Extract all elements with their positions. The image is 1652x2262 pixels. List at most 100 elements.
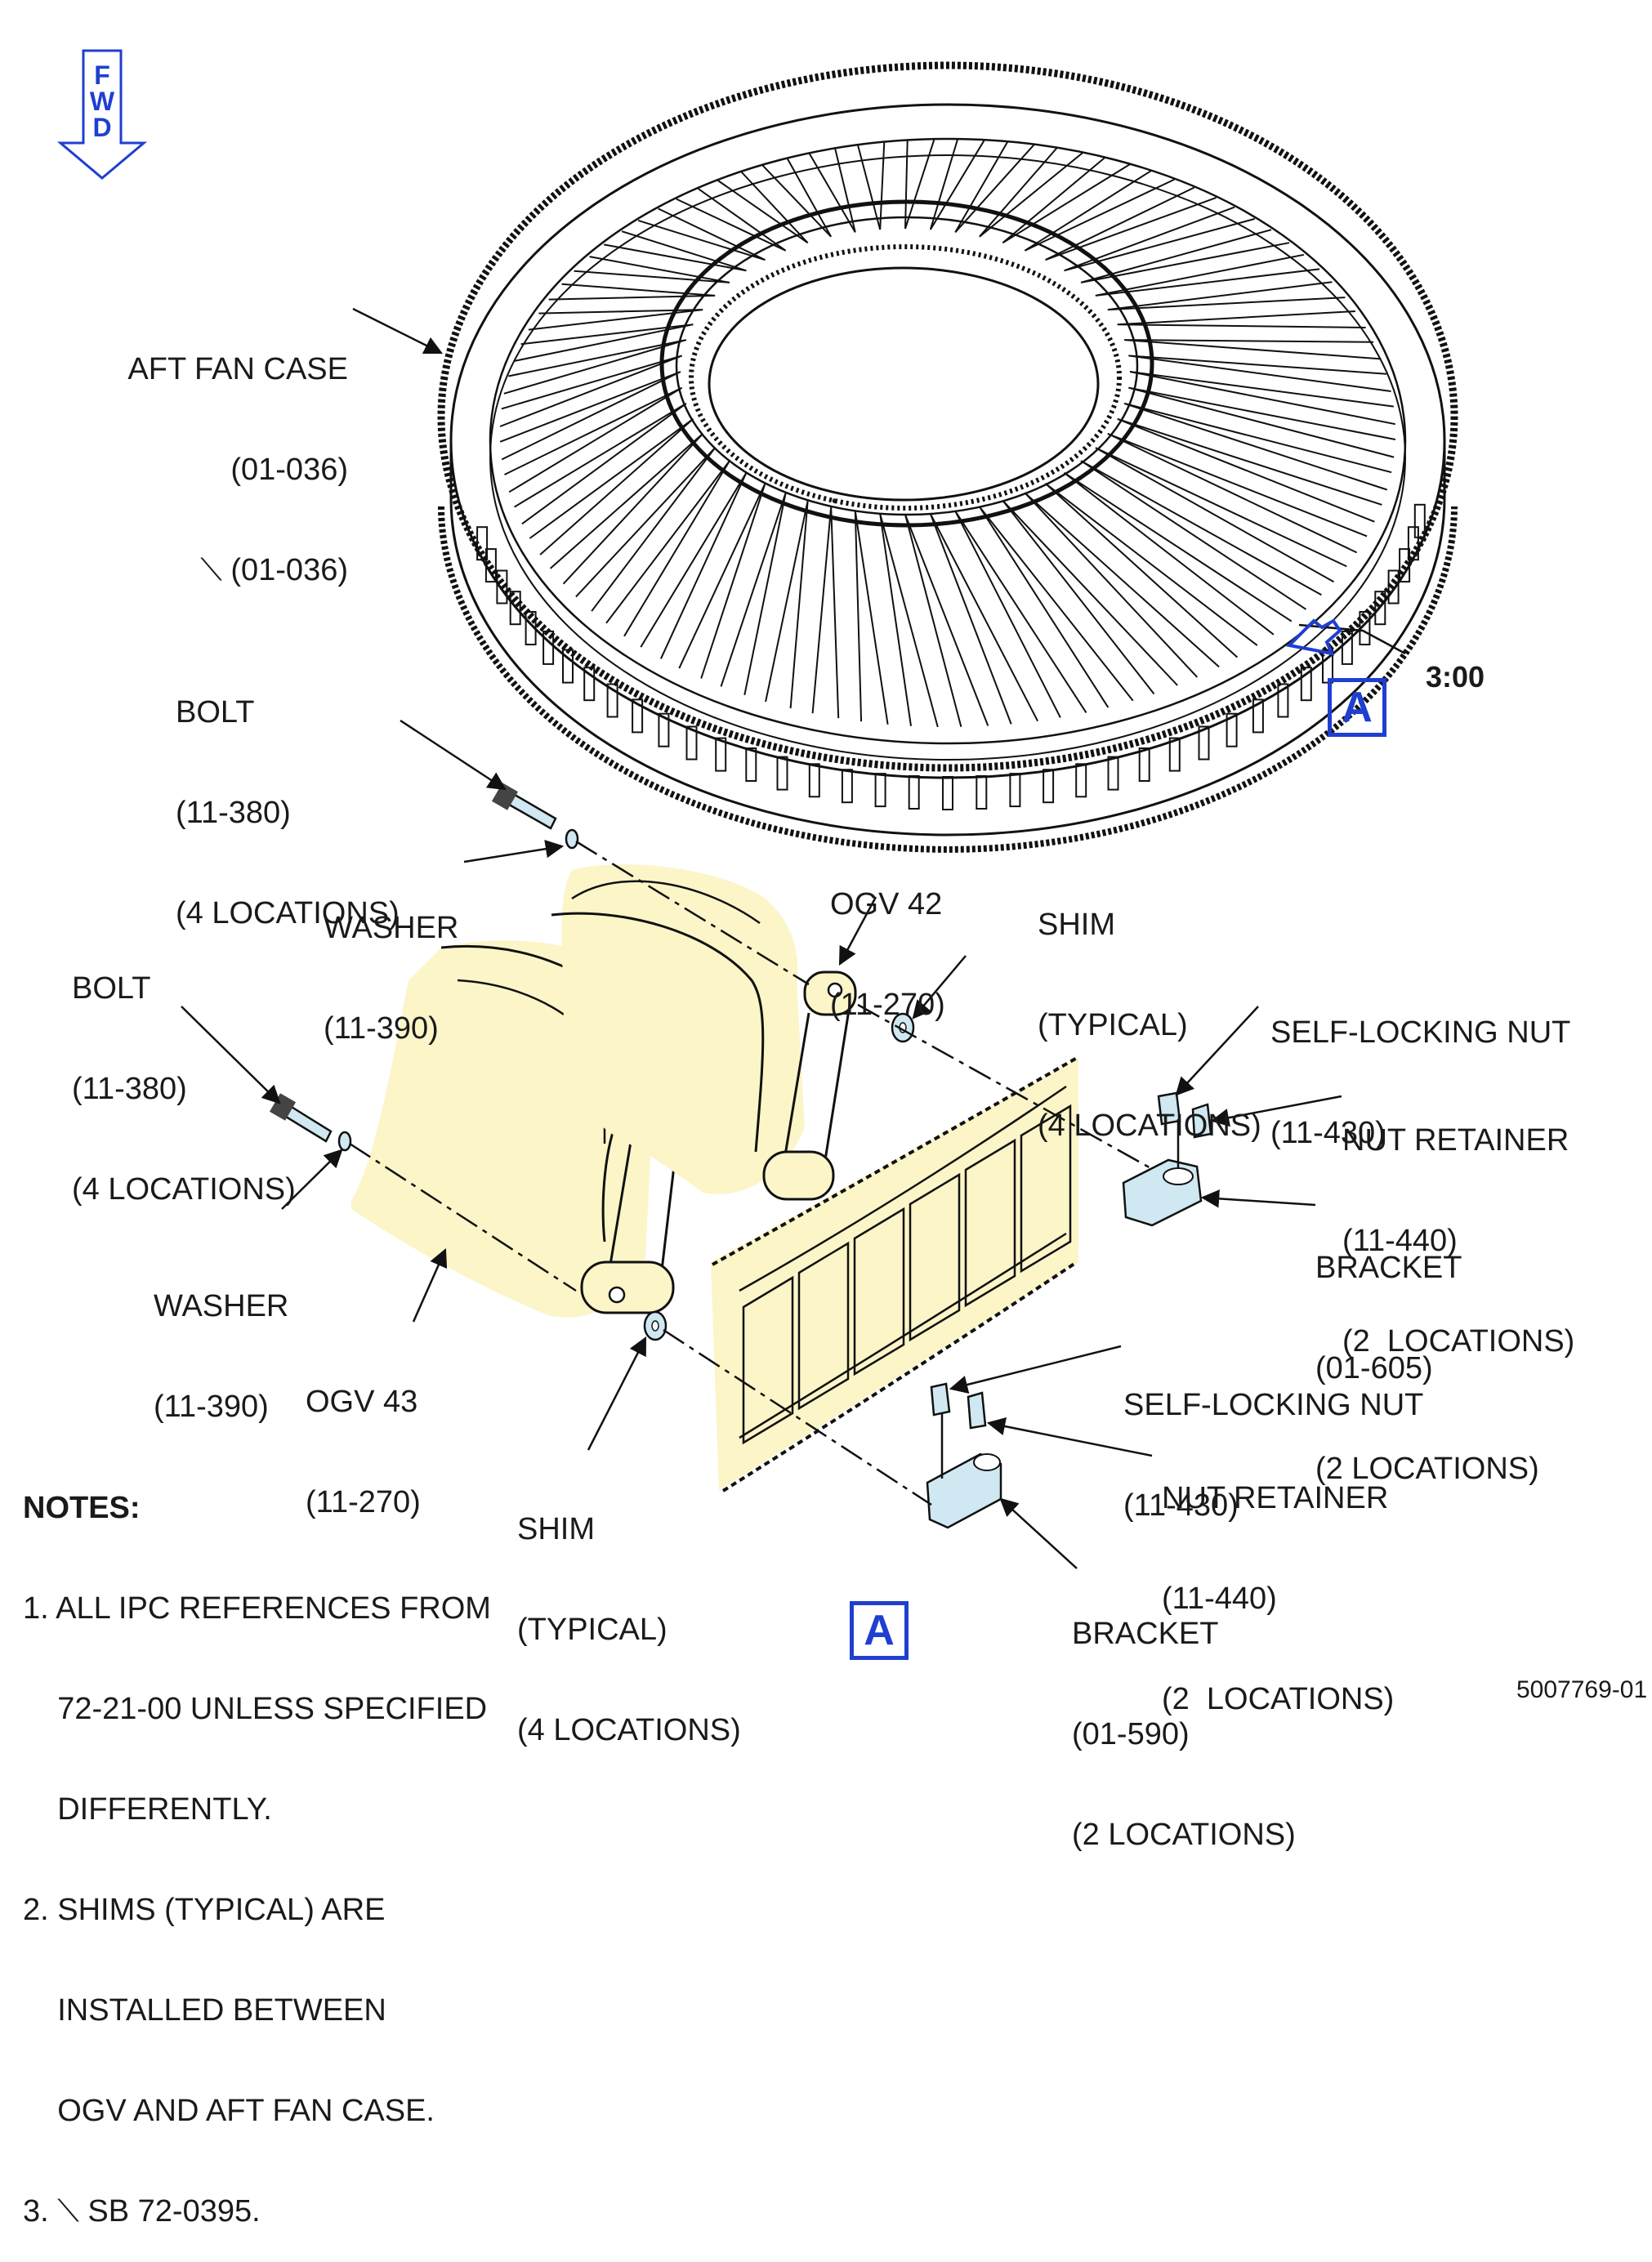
note-3-line-1: 3. ⟍ SB 72-0395. [23, 2194, 261, 2229]
vane-line [720, 492, 787, 695]
case-window [583, 667, 596, 702]
fwd-letter-f: F [94, 60, 110, 90]
vane-line [1107, 432, 1368, 554]
view-a-marker: A [1328, 678, 1386, 737]
case-window [1168, 737, 1181, 772]
vane-line [503, 339, 687, 395]
note-2-line-1: 2. SHIMS (TYPICAL) ARE [23, 1893, 386, 1927]
note-1-line-3: DIFFERENTLY. [23, 1792, 272, 1827]
vane-line [979, 147, 1084, 238]
vane-line [637, 207, 766, 261]
fwd-letter-d: D [92, 113, 112, 142]
vane-line [514, 403, 687, 525]
aft-fan-case-section [711, 1056, 1078, 1492]
vane-line [574, 256, 730, 283]
case-panel [1020, 1104, 1072, 1274]
case-window [874, 773, 886, 808]
vane-line [978, 506, 1134, 708]
case-window [745, 747, 757, 782]
callout-washer-upper: WASHER (11-390) [324, 911, 459, 1046]
case-window [658, 712, 670, 747]
ogv-42-vane [551, 864, 857, 1201]
case-panel [909, 1172, 961, 1342]
vane-line [604, 230, 747, 272]
case-window [685, 725, 698, 761]
installation-centerlines [349, 840, 1154, 1506]
case-window [1359, 611, 1371, 645]
vane-line [1024, 492, 1220, 678]
vane-line [1064, 206, 1255, 272]
self-locking-nut-upper [1157, 1091, 1181, 1126]
vane-line [1128, 386, 1396, 458]
vane-line [1107, 281, 1346, 311]
vane-line [640, 472, 748, 659]
case-window [484, 548, 497, 583]
vane-line [1024, 170, 1175, 252]
fwd-letter-w: W [89, 87, 115, 116]
vane-line [1080, 229, 1290, 283]
case-window [525, 611, 537, 645]
vane-line [879, 513, 939, 728]
vane-line [529, 417, 694, 555]
case-panel [797, 1241, 850, 1411]
vane-line [808, 148, 856, 233]
nut-retainer-lower [967, 1391, 987, 1430]
vane-line [678, 483, 766, 679]
vane-line [1080, 460, 1322, 610]
fwd-letters: F W D [57, 62, 147, 141]
washer-upper [565, 828, 579, 850]
callout-bolt-upper: BOLT (11-380) (4 LOCATIONS) [176, 695, 400, 930]
callout-shim-upper: SHIM (TYPICAL) (4 LOCATIONS) [1038, 908, 1261, 1143]
callout-ogv-42: OGV 42 (11-270) [830, 887, 945, 1022]
callout-self-locking-nut-upper: SELF-LOCKING NUT (11-430) [1270, 1015, 1571, 1150]
clock-position-label: 3:00 [1426, 660, 1485, 694]
vane-line [1095, 253, 1320, 297]
vane-line [1044, 483, 1258, 658]
vane-line [1128, 355, 1391, 392]
callout-bracket-upper: BRACKET (01-605) (2 LOCATIONS) [1315, 1251, 1539, 1486]
case-panel [853, 1207, 905, 1376]
callout-bolt-lower: BOLT (11-380) (4 LOCATIONS) [72, 971, 296, 1207]
case-window [1413, 503, 1426, 538]
callout-washer-lower: WASHER (11-390) [154, 1289, 289, 1424]
view-a-arrow [1285, 618, 1342, 656]
case-window [562, 649, 574, 684]
callout-aft-fan-case: AFT FAN CASE (01-036) ⟍ (01-036) [127, 352, 348, 587]
case-window [1198, 725, 1210, 761]
vane-line [1045, 186, 1217, 261]
vane-line [929, 513, 1038, 725]
case-window [976, 775, 988, 810]
document-number: 5007769-01 [1516, 1676, 1648, 1703]
vane-line [605, 460, 730, 637]
callout-nut-retainer-lower: NUT RETAINER (11-440) (2 LOCATIONS) [1162, 1481, 1395, 1716]
vane-line [1123, 402, 1392, 491]
view-a-title: A [850, 1601, 909, 1660]
vane-line [954, 141, 1035, 234]
callout-nut-retainer-upper: NUT RETAINER (11-440) (2 LOCATIONS) [1342, 1123, 1575, 1359]
case-window [808, 763, 820, 798]
vane-line [904, 138, 935, 230]
vane-line [1117, 417, 1382, 523]
case-window [1043, 769, 1055, 804]
callout-ogv-43: OGV 43 (11-270) [306, 1385, 421, 1519]
vane-line [1063, 471, 1293, 636]
bracket-lower [926, 1413, 1002, 1529]
vane-line [499, 371, 681, 461]
bolt-upper [491, 783, 557, 830]
case-window [1374, 591, 1386, 626]
nut-retainer-upper [1191, 1103, 1212, 1139]
case-window [1075, 763, 1087, 798]
case-window [776, 756, 788, 791]
vane-line [1002, 500, 1178, 695]
vane-line [575, 447, 716, 612]
case-window [509, 591, 521, 626]
vane-line [929, 138, 985, 230]
case-window [841, 769, 853, 804]
vane-line [1002, 157, 1131, 244]
case-window [1107, 756, 1119, 791]
case-window [496, 569, 508, 605]
case-panel [964, 1138, 1016, 1308]
forward-direction-indicator: F W D [56, 49, 148, 180]
vane-line [513, 323, 694, 363]
case-window [942, 776, 953, 810]
